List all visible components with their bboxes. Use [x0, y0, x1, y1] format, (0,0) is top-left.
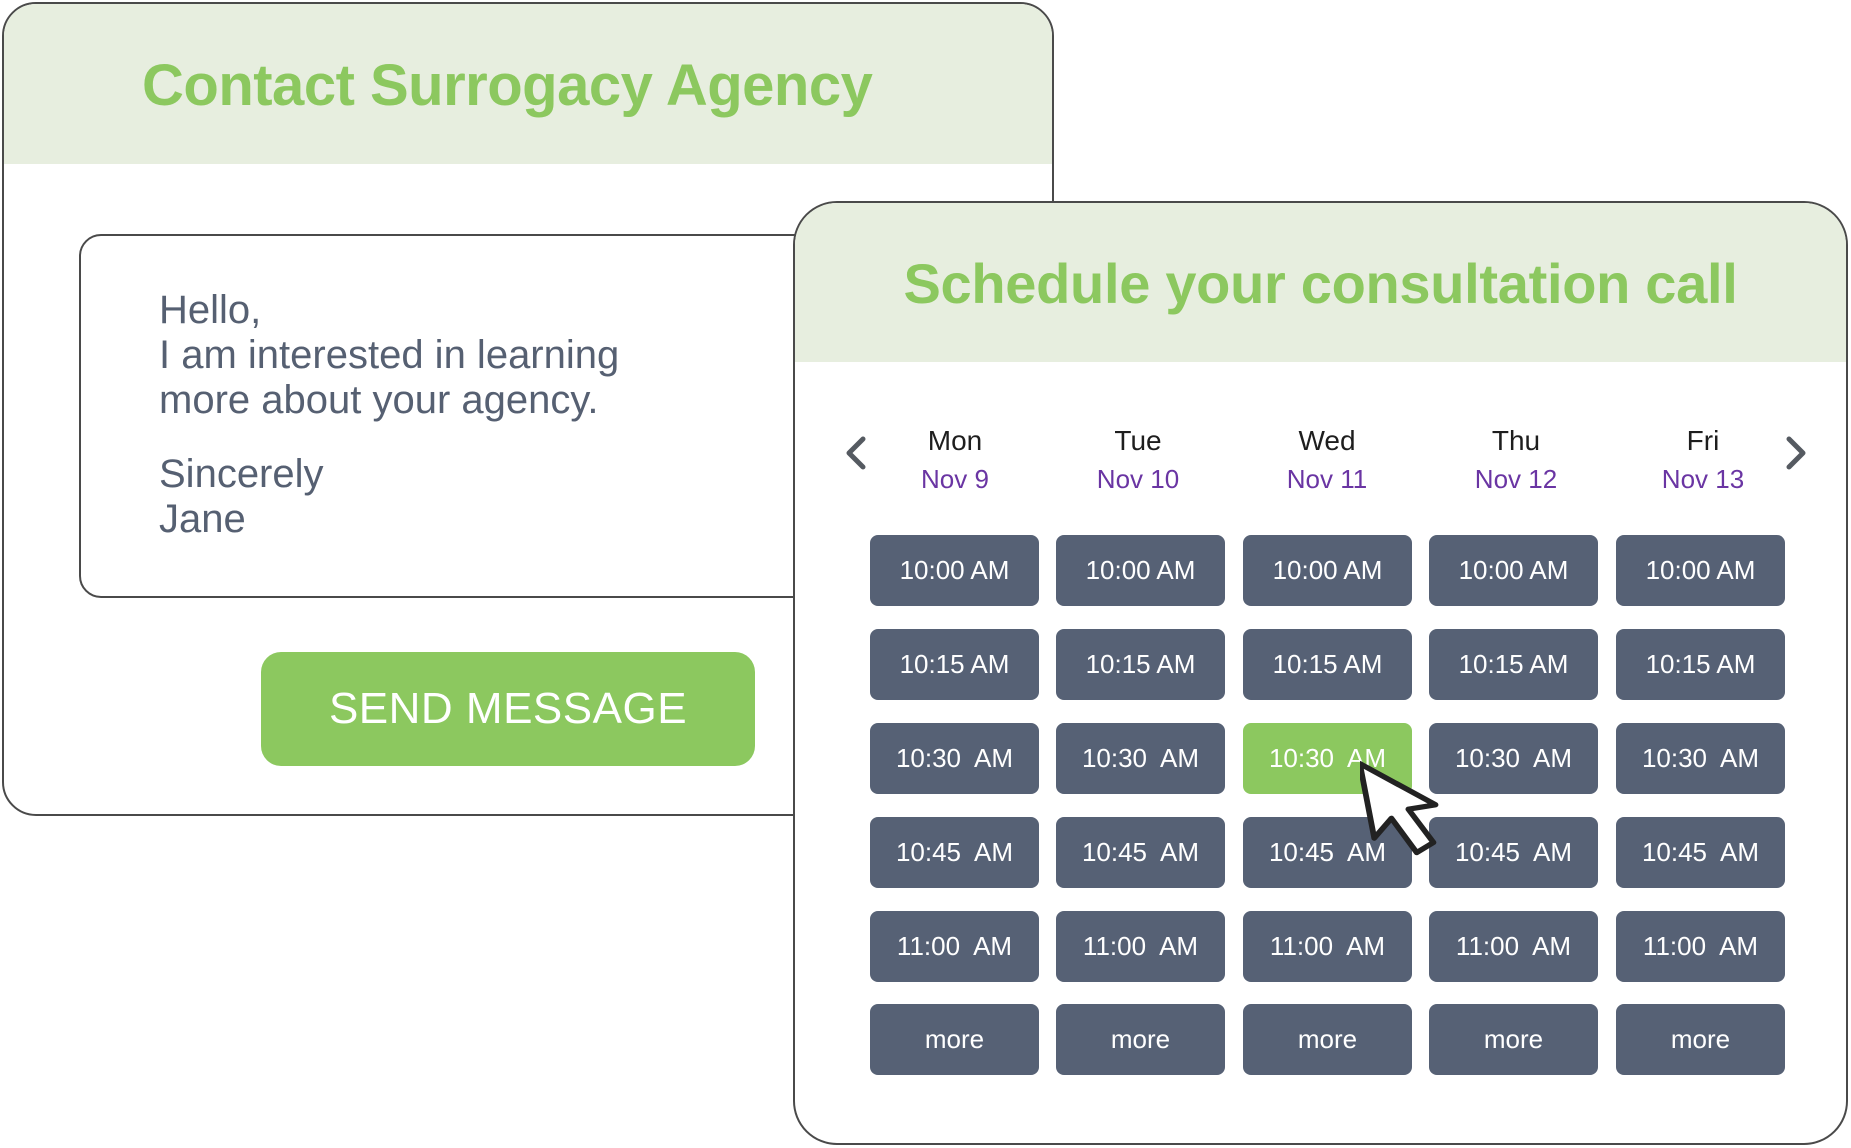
- time-slot-wed-1030-selected[interactable]: 10:30 AM: [1243, 723, 1412, 794]
- time-slot-fri-1100[interactable]: 11:00 AM: [1616, 911, 1785, 982]
- time-slot-tue-1045[interactable]: 10:45 AM: [1056, 817, 1225, 888]
- time-slot-thu-1100[interactable]: 11:00 AM: [1429, 911, 1598, 982]
- time-slot-mon-1045[interactable]: 10:45 AM: [870, 817, 1039, 888]
- time-slot-tue-1015[interactable]: 10:15 AM: [1056, 629, 1225, 700]
- contact-title: Contact Surrogacy Agency: [142, 53, 873, 118]
- schedule-title: Schedule your consultation call: [903, 252, 1738, 315]
- time-slot-thu-1015[interactable]: 10:15 AM: [1429, 629, 1598, 700]
- day-date: Nov 10: [1096, 464, 1180, 494]
- message-greeting: Hello,: [159, 288, 262, 332]
- time-slot-mon-1000[interactable]: 10:00 AM: [870, 535, 1039, 606]
- day-name: Mon: [927, 425, 983, 456]
- time-slot-mon-1015[interactable]: 10:15 AM: [870, 629, 1039, 700]
- time-slot-wed-1015[interactable]: 10:15 AM: [1243, 629, 1412, 700]
- time-slot-thu-1000[interactable]: 10:00 AM: [1429, 535, 1598, 606]
- message-signoff: Sincerely Jane: [159, 452, 324, 542]
- message-line-1: I am interested in learning: [159, 333, 620, 377]
- chevron-right-icon[interactable]: [1775, 433, 1815, 473]
- time-slot-thu-1045[interactable]: 10:45 AM: [1429, 817, 1598, 888]
- day-name: Thu: [1491, 425, 1541, 456]
- time-slot-mon-1100[interactable]: 11:00 AM: [870, 911, 1039, 982]
- day-header-wed: Wed Nov 11: [1242, 423, 1412, 497]
- time-slot-wed-1000[interactable]: 10:00 AM: [1243, 535, 1412, 606]
- contact-header: Contact Surrogacy Agency: [4, 4, 1052, 164]
- send-message-button[interactable]: SEND MESSAGE: [261, 652, 755, 766]
- schedule-window: Schedule your consultation call Mon Nov …: [793, 201, 1848, 1145]
- more-button-tue[interactable]: more: [1056, 1004, 1225, 1075]
- time-slot-fri-1015[interactable]: 10:15 AM: [1616, 629, 1785, 700]
- day-header-tue: Tue Nov 10: [1053, 423, 1223, 497]
- day-date: Nov 11: [1286, 464, 1368, 494]
- more-button-fri[interactable]: more: [1616, 1004, 1785, 1075]
- time-slot-thu-1030[interactable]: 10:30 AM: [1429, 723, 1598, 794]
- day-date: Nov 13: [1661, 464, 1745, 494]
- chevron-left-icon[interactable]: [837, 433, 877, 473]
- day-name: Fri: [1686, 425, 1720, 456]
- time-slot-fri-1030[interactable]: 10:30 AM: [1616, 723, 1785, 794]
- day-name: Wed: [1298, 425, 1356, 456]
- more-button-mon[interactable]: more: [870, 1004, 1039, 1075]
- time-slot-fri-1045[interactable]: 10:45 AM: [1616, 817, 1785, 888]
- message-closing: Sincerely: [159, 452, 324, 496]
- time-slot-tue-1000[interactable]: 10:00 AM: [1056, 535, 1225, 606]
- time-slot-wed-1100[interactable]: 11:00 AM: [1243, 911, 1412, 982]
- time-slot-fri-1000[interactable]: 10:00 AM: [1616, 535, 1785, 606]
- day-header-thu: Thu Nov 12: [1431, 423, 1601, 497]
- more-button-wed[interactable]: more: [1243, 1004, 1412, 1075]
- day-name: Tue: [1114, 425, 1162, 456]
- time-slot-tue-1030[interactable]: 10:30 AM: [1056, 723, 1225, 794]
- day-date: Nov 9: [921, 464, 989, 494]
- day-header-mon: Mon Nov 9: [870, 423, 1040, 497]
- time-slot-wed-1045[interactable]: 10:45 AM: [1243, 817, 1412, 888]
- message-body: Hello, I am interested in learning more …: [159, 288, 619, 423]
- day-header-fri: Fri Nov 13: [1618, 423, 1788, 497]
- schedule-header: Schedule your consultation call: [795, 203, 1846, 362]
- message-textarea[interactable]: Hello, I am interested in learning more …: [79, 234, 899, 598]
- time-slot-mon-1030[interactable]: 10:30 AM: [870, 723, 1039, 794]
- day-date: Nov 12: [1474, 464, 1558, 494]
- time-slot-tue-1100[interactable]: 11:00 AM: [1056, 911, 1225, 982]
- message-line-2: more about your agency.: [159, 378, 599, 422]
- more-button-thu[interactable]: more: [1429, 1004, 1598, 1075]
- message-signature: Jane: [159, 497, 246, 541]
